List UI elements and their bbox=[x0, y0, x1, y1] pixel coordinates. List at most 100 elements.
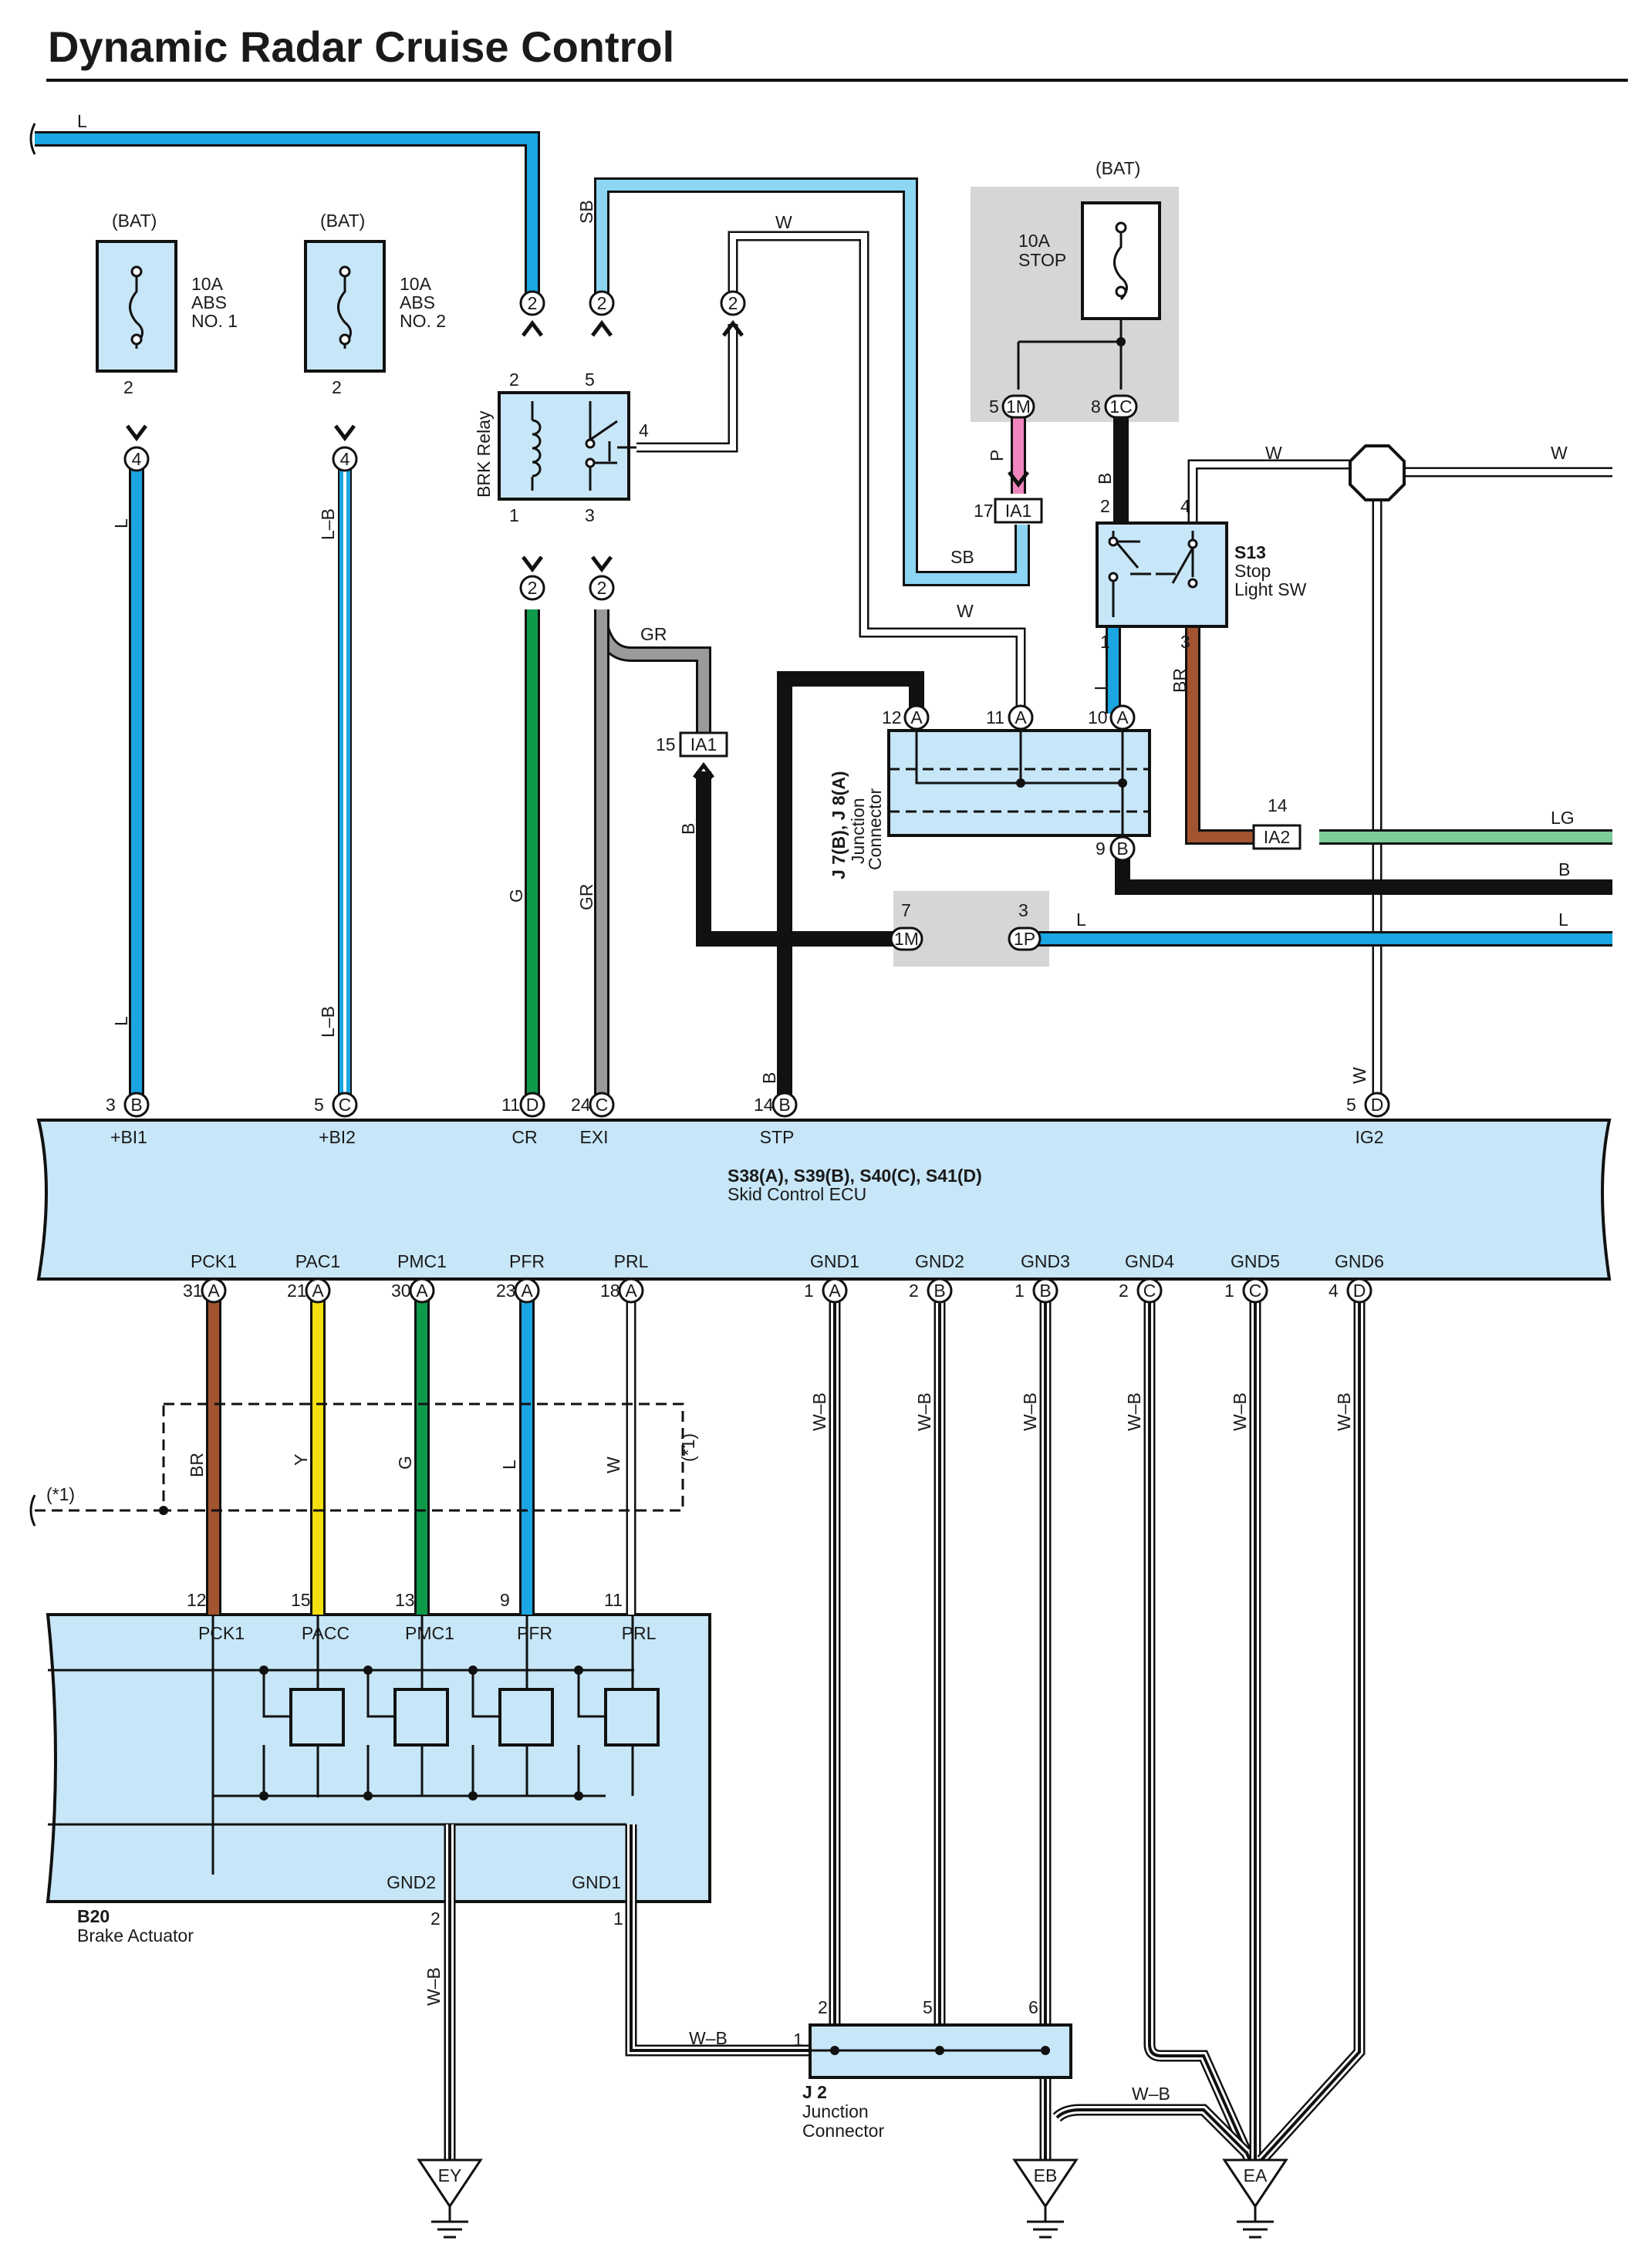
ecu-top-conn-IG2: D bbox=[1364, 1092, 1390, 1118]
ecu-bot-name-GND2: GND2 bbox=[915, 1251, 964, 1271]
s13-pin3: 3 bbox=[1180, 632, 1190, 652]
ecu-bot-pin-GND6: 4 bbox=[1329, 1281, 1339, 1301]
conn-ia1-top: IA1 bbox=[994, 498, 1043, 524]
lbl-Y-pac: Y bbox=[291, 1454, 311, 1466]
ecu-bot-pin-PMC1: 30 bbox=[391, 1281, 411, 1301]
ecu-top-name-CR: CR bbox=[512, 1127, 537, 1147]
ecu-top-pin-+BI1: 3 bbox=[106, 1095, 116, 1115]
conn-1m-mid-pin: 7 bbox=[901, 900, 911, 920]
act-pin-PFR: 9 bbox=[500, 1590, 510, 1610]
ecu-bot-conn-GND4: C bbox=[1136, 1277, 1163, 1304]
j2-name1: Junction bbox=[802, 2101, 869, 2121]
lbl-BR: BR bbox=[1170, 668, 1190, 693]
ecu-bot-name-GND4: GND4 bbox=[1125, 1251, 1174, 1271]
relay-conn-c: 2 bbox=[720, 290, 746, 316]
lbl-WB-gnd2: W–B bbox=[914, 1392, 934, 1431]
wire-W-s13 bbox=[1187, 459, 1350, 523]
wire-BR bbox=[1185, 626, 1258, 845]
ecu-bot-conn-GND3: B bbox=[1032, 1277, 1058, 1304]
svg-text:A: A bbox=[910, 707, 923, 727]
conn-abs2: 4 bbox=[332, 446, 358, 472]
ecu-top-pin-CR: 11 bbox=[501, 1095, 520, 1115]
svg-text:IA2: IA2 bbox=[1264, 827, 1291, 847]
wire-WB-jump bbox=[1052, 2104, 1251, 2157]
svg-text:B: B bbox=[1116, 839, 1128, 859]
ecu-top-name-IG2: IG2 bbox=[1355, 1127, 1383, 1147]
ecu-bot-name-GND3: GND3 bbox=[1021, 1251, 1070, 1271]
lbl-LB-a: L–B bbox=[318, 508, 338, 540]
solenoid-3 bbox=[468, 1666, 554, 1801]
j2-pin5: 5 bbox=[923, 1997, 933, 2017]
fuse-abs2-pin: 2 bbox=[332, 377, 342, 397]
ecu-bot-conn-GND1: A bbox=[822, 1277, 848, 1304]
ecu-top-name-+BI1: +BI1 bbox=[110, 1127, 147, 1147]
j7-pin-num-12: 12 bbox=[882, 707, 902, 727]
conn-ia1-mid-pin: 15 bbox=[656, 734, 676, 754]
conn-ia1-mid: IA1 bbox=[679, 731, 728, 758]
brake-actuator bbox=[46, 1613, 711, 1903]
ecu-bot-conn-PMC1: A bbox=[409, 1277, 435, 1304]
s13-pin1: 1 bbox=[1100, 632, 1110, 652]
svg-text:A: A bbox=[829, 1281, 841, 1301]
ecu-top-conn-+BI1: B bbox=[123, 1092, 150, 1118]
ecu-bot-pin-GND2: 2 bbox=[909, 1281, 919, 1301]
svg-text:A: A bbox=[208, 1281, 220, 1301]
fuse-abs2-source: (BAT) bbox=[320, 211, 365, 231]
conn-1m-mid: 1M bbox=[890, 926, 923, 951]
relay-coil bbox=[532, 419, 542, 478]
lbl-WB-gnd5: W–B bbox=[1230, 1392, 1250, 1431]
lbl-WB-ey: W–B bbox=[424, 1967, 444, 2006]
svg-text:EB: EB bbox=[1034, 2165, 1058, 2185]
lbl-W-ig2: W bbox=[1349, 1067, 1369, 1084]
lbl-L-top: L bbox=[77, 111, 87, 131]
solenoid-1 bbox=[259, 1666, 345, 1801]
svg-text:A: A bbox=[312, 1281, 324, 1301]
act-name-PCK1: PCK1 bbox=[198, 1623, 245, 1643]
s13-pin4: 4 bbox=[1180, 496, 1190, 516]
solenoid-4 bbox=[574, 1666, 660, 1801]
lbl-WB-gnd4: W–B bbox=[1124, 1392, 1144, 1431]
ecu-bot-name-GND1: GND1 bbox=[810, 1251, 859, 1271]
ecu-bot-conn-PCK1: A bbox=[201, 1277, 227, 1304]
j2-pin1: 1 bbox=[793, 2030, 803, 2050]
ground-EB: EB bbox=[1012, 2158, 1079, 2239]
act-pin-PRL: 11 bbox=[604, 1590, 623, 1610]
lbl-W-s13: W bbox=[1265, 443, 1282, 463]
ecu-bot-conn-GND6: D bbox=[1346, 1277, 1372, 1304]
conn-abs1: 4 bbox=[123, 446, 150, 472]
wire-B-right bbox=[1115, 856, 1612, 895]
lbl-B-stp: B bbox=[759, 1072, 779, 1084]
svg-text:B: B bbox=[1039, 1281, 1051, 1301]
shield-note-left: (*1) bbox=[46, 1484, 75, 1504]
ecu-bot-pin-GND3: 1 bbox=[1015, 1281, 1025, 1301]
relay-conn-b: 2 bbox=[589, 290, 615, 316]
shield-box bbox=[162, 1402, 684, 1512]
relay-pin2: 2 bbox=[509, 370, 519, 390]
svg-text:B: B bbox=[778, 1095, 790, 1115]
lbl-W-right: W bbox=[1551, 443, 1568, 463]
act-gnd2-name: GND2 bbox=[387, 1872, 436, 1892]
ground-EA: EA bbox=[1222, 2158, 1288, 2239]
j7-pin-num-10: 10 bbox=[1088, 707, 1108, 727]
ecu-bot-pin-PCK1: 31 bbox=[183, 1281, 203, 1301]
j7-pin-12: A bbox=[903, 704, 930, 731]
shield-note-right: (*1) bbox=[678, 1433, 698, 1462]
relay-conn-d: 2 bbox=[519, 575, 545, 601]
relay-pin3: 3 bbox=[585, 505, 595, 525]
conn-1c-top: 1C bbox=[1104, 394, 1138, 419]
act-name-PACC: PACC bbox=[302, 1623, 349, 1643]
svg-text:A: A bbox=[1116, 707, 1129, 727]
ecu-bot-name-PCK1: PCK1 bbox=[191, 1251, 237, 1271]
wire-SB bbox=[594, 177, 1030, 586]
svg-text:A: A bbox=[1015, 707, 1027, 727]
fuse-abs1 bbox=[96, 240, 177, 373]
fuse-stop-name: STOP bbox=[1018, 250, 1066, 270]
conn-1c-top-pin: 8 bbox=[1091, 397, 1101, 417]
actuator-solenoids bbox=[211, 1615, 634, 1875]
component-group bbox=[29, 123, 1406, 2079]
j7-name1: Junction bbox=[848, 798, 868, 864]
j2-pin6: 6 bbox=[1028, 1997, 1038, 2017]
fuse-stop-source: (BAT) bbox=[1096, 158, 1140, 178]
